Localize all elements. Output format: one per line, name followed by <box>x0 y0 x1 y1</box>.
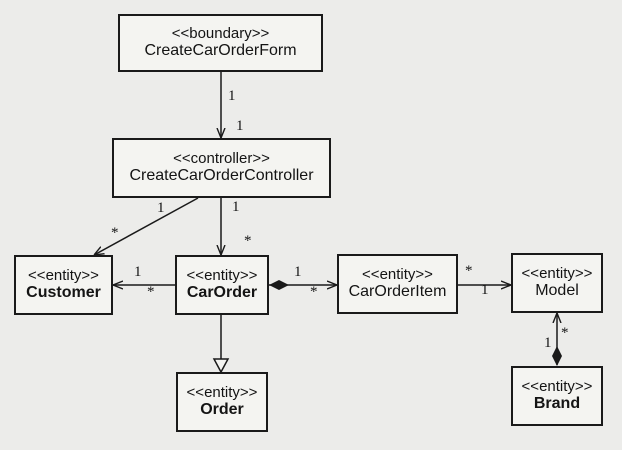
multiplicity-label: 1 <box>236 118 244 134</box>
multiplicity-label: 1 <box>481 282 489 298</box>
class-model[interactable]: <<entity>> Model <box>511 253 603 313</box>
multiplicity-label: * <box>147 284 155 300</box>
class-create-car-order-controller[interactable]: <<controller>> CreateCarOrderController <box>112 138 331 198</box>
class-name: Brand <box>533 395 581 413</box>
class-customer[interactable]: <<entity>> Customer <box>14 255 113 315</box>
class-name: Model <box>535 282 579 300</box>
multiplicity-label: 1 <box>157 200 165 216</box>
class-stereotype: <<entity>> <box>186 267 258 285</box>
multiplicity-label: * <box>310 284 318 300</box>
generalization-triangle <box>212 358 230 374</box>
class-name: CarOrder <box>186 284 258 302</box>
class-car-order-item[interactable]: <<entity>> CarOrderItem <box>337 254 458 314</box>
assoc-controller-customer <box>94 197 199 255</box>
class-name: Customer <box>26 284 101 302</box>
composition-diamond-brand <box>552 346 562 366</box>
class-stereotype: <<controller>> <box>173 150 270 168</box>
class-car-order[interactable]: <<entity>> CarOrder <box>175 255 269 315</box>
class-name: CreateCarOrderForm <box>144 42 297 60</box>
multiplicity-label: 1 <box>134 264 142 280</box>
class-name: Order <box>200 401 244 419</box>
class-name: CarOrderItem <box>348 283 447 301</box>
multiplicity-label: * <box>465 263 473 279</box>
multiplicity-label: * <box>561 325 569 341</box>
multiplicity-label: 1 <box>232 199 240 215</box>
class-stereotype: <<entity>> <box>521 378 593 396</box>
class-stereotype: <<boundary>> <box>171 25 270 43</box>
multiplicity-label: 1 <box>294 264 302 280</box>
multiplicity-label: * <box>244 233 252 249</box>
composition-diamond-carorder <box>269 280 289 290</box>
class-stereotype: <<entity>> <box>186 384 258 402</box>
class-brand[interactable]: <<entity>> Brand <box>511 366 603 426</box>
class-order[interactable]: <<entity>> Order <box>176 372 268 432</box>
class-stereotype: <<entity>> <box>521 265 593 283</box>
multiplicity-label: 1 <box>228 88 236 104</box>
class-stereotype: <<entity>> <box>28 267 99 285</box>
class-create-car-order-form[interactable]: <<boundary>> CreateCarOrderForm <box>118 14 323 72</box>
class-name: CreateCarOrderController <box>129 167 314 185</box>
multiplicity-label: * <box>111 225 119 241</box>
multiplicity-label: 1 <box>544 335 552 351</box>
class-stereotype: <<entity>> <box>362 266 433 284</box>
